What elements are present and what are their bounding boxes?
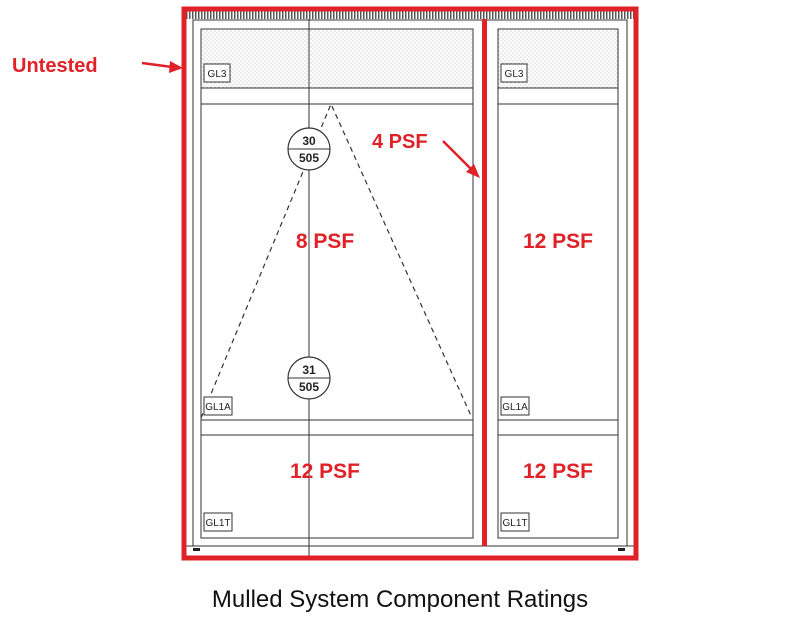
left-bottom-tag: GL1T bbox=[203, 512, 233, 532]
right-transom-tag: GL3 bbox=[500, 63, 528, 83]
svg-text:GL1T: GL1T bbox=[502, 518, 527, 529]
right-transom-rail bbox=[497, 87, 619, 105]
left-main-tag: GL1A bbox=[203, 396, 233, 416]
left-bottom-rating: 12 PSF bbox=[290, 460, 360, 483]
sill-weep-left bbox=[193, 548, 200, 551]
right-bottom-rating: 12 PSF bbox=[523, 460, 593, 483]
untested-arrow-icon bbox=[141, 61, 183, 73]
svg-text:GL1A: GL1A bbox=[502, 402, 528, 413]
mullion-highlight bbox=[482, 19, 487, 546]
right-unit: GL3 GL1A GL1T 12 PSF 12 PSF bbox=[497, 28, 619, 539]
diagram-caption: Mulled System Component Ratings bbox=[212, 586, 588, 613]
svg-text:GL3: GL3 bbox=[505, 69, 524, 80]
detail-callout-top: 30 505 bbox=[287, 127, 331, 171]
left-mid-rail bbox=[200, 419, 474, 436]
svg-text:GL3: GL3 bbox=[208, 69, 227, 80]
detail-top-sheet: 505 bbox=[299, 151, 319, 165]
load-distribution-triangle bbox=[200, 102, 473, 419]
untested-label: Untested bbox=[12, 55, 98, 77]
detail-top-number: 30 bbox=[302, 134, 316, 148]
perimeter-highlight bbox=[181, 6, 639, 561]
sill-weep-right bbox=[618, 548, 625, 551]
left-transom-rail bbox=[200, 87, 474, 105]
left-main-rating: 8 PSF bbox=[296, 230, 355, 253]
left-transom-tag: GL3 bbox=[203, 63, 231, 83]
svg-text:GL1A: GL1A bbox=[205, 402, 231, 413]
right-main-panel bbox=[497, 103, 619, 421]
mullion-arrow-icon bbox=[442, 140, 480, 178]
detail-bottom-sheet: 505 bbox=[299, 380, 319, 394]
right-main-rating: 12 PSF bbox=[523, 230, 593, 253]
right-main-tag: GL1A bbox=[500, 396, 530, 416]
svg-text:GL1T: GL1T bbox=[205, 518, 230, 529]
right-bottom-tag: GL1T bbox=[500, 512, 530, 532]
left-main-panel bbox=[200, 103, 474, 421]
right-mid-rail bbox=[497, 419, 619, 436]
detail-bottom-number: 31 bbox=[302, 363, 316, 377]
left-bottom-panel bbox=[200, 434, 474, 539]
left-transom-glass bbox=[200, 28, 474, 89]
detail-callout-bottom: 31 505 bbox=[287, 356, 331, 400]
left-unit: 30 505 31 505 GL3 GL1A GL1T 8 PSF 12 PSF bbox=[200, 19, 474, 556]
head-hatch-strip bbox=[186, 11, 634, 19]
mullion-rating-label: 4 PSF bbox=[372, 131, 428, 153]
